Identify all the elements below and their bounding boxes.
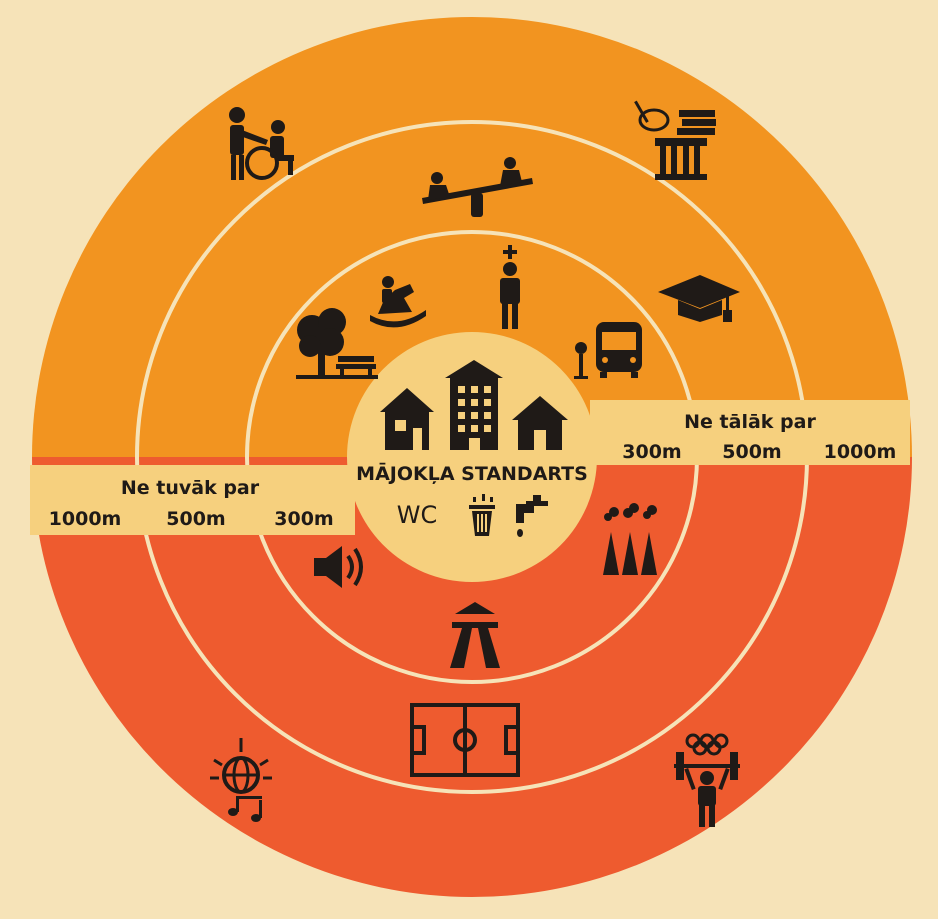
center-title: MĀJOKĻA STANDARTS: [356, 462, 588, 485]
park-bench-icon: [296, 308, 378, 379]
wheelchair-care-icon: [229, 107, 294, 180]
factory-smoke-icon: [603, 503, 657, 575]
small-house-icon: [512, 396, 568, 450]
top-half-disc: [32, 17, 912, 457]
left-band: [30, 465, 355, 535]
loudspeaker-noise-icon: [314, 546, 363, 588]
culture-library-icon: [634, 100, 716, 180]
right-distance-300: 300m: [622, 441, 681, 463]
apartment-building-icon: [445, 360, 503, 450]
trash-bin-icon: [469, 494, 495, 536]
house-icon: [380, 388, 434, 450]
seesaw-playground-icon: [422, 157, 533, 217]
doctor-icon: [500, 245, 520, 329]
wc-label: WC: [397, 501, 438, 529]
left-band-label: Ne tuvāk par: [121, 477, 260, 499]
left-distance-300: 300m: [274, 508, 333, 530]
right-distance-1000: 1000m: [824, 441, 897, 463]
bus-stop-icon: [574, 322, 642, 379]
rocking-horse-icon: [370, 276, 426, 328]
football-stadium-icon: [410, 703, 520, 777]
right-distance-500: 500m: [722, 441, 781, 463]
right-band-label: Ne tālāk par: [684, 411, 816, 433]
right-band: [590, 400, 910, 465]
left-distance-1000: 1000m: [49, 508, 122, 530]
highway-icon: [450, 602, 500, 668]
left-distance-500: 500m: [166, 508, 225, 530]
graduation-cap-icon: [658, 275, 740, 322]
water-tap-icon: [516, 495, 548, 537]
olympic-weightlifter-icon: [674, 733, 740, 827]
disco-ball-icon: [210, 738, 272, 822]
